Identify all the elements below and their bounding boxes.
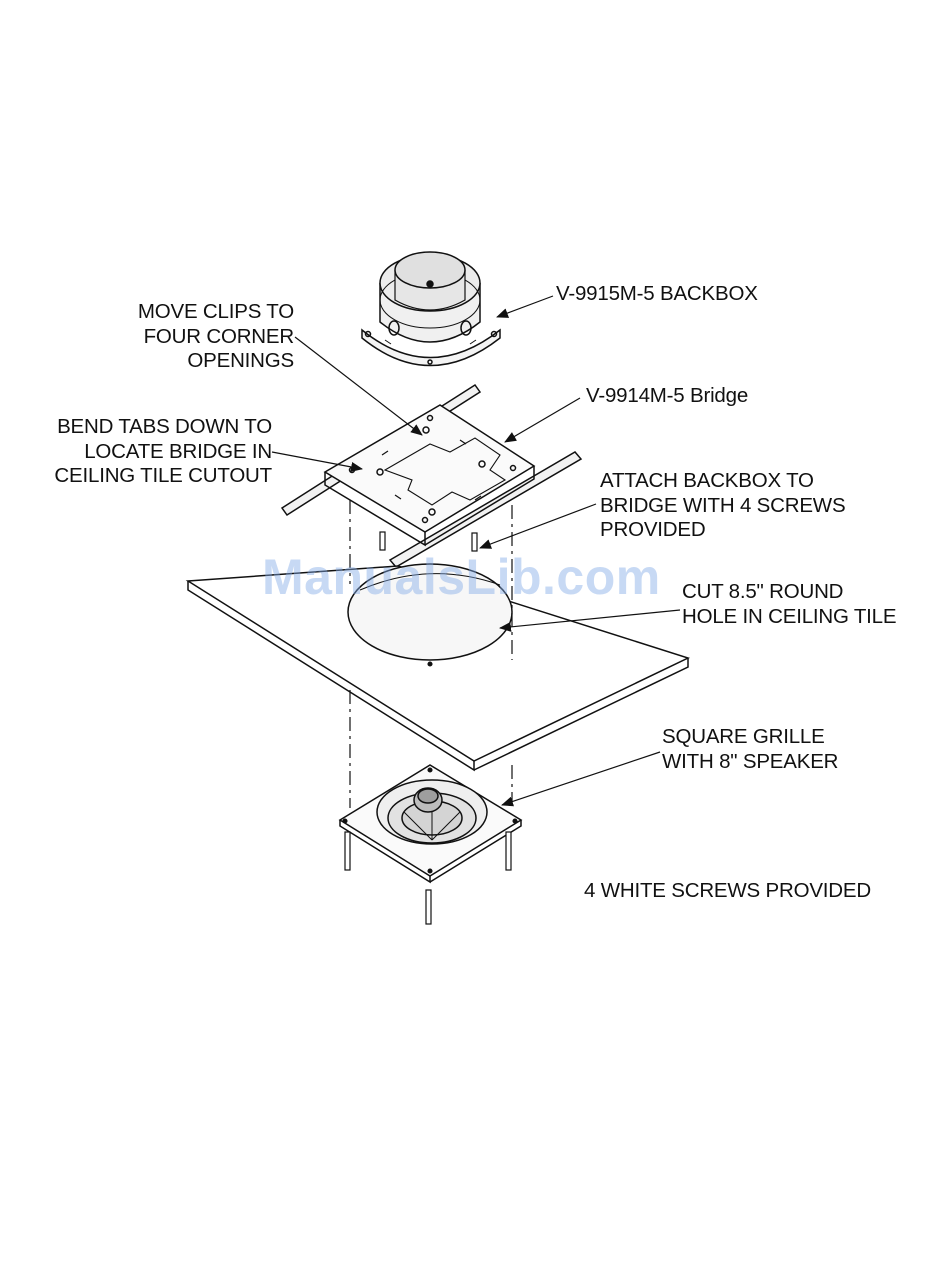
callout-bend-tabs-line: LOCATE BRIDGE IN (30, 440, 272, 465)
callout-bridge: V-9914M-5 Bridge (586, 384, 748, 409)
callout-move-clips: MOVE CLIPS TO FOUR CORNER OPENINGS (112, 300, 294, 374)
callout-cut-hole: CUT 8.5" ROUND HOLE IN CEILING TILE (682, 580, 896, 629)
backbox-drawing (362, 252, 500, 366)
callout-backbox-line: V-9915M-5 BACKBOX (556, 282, 758, 307)
watermark: ManualsLib.com (262, 548, 661, 606)
callout-move-clips-line: FOUR CORNER (112, 325, 294, 350)
callout-grille-line: WITH 8" SPEAKER (662, 750, 838, 775)
callout-move-clips-line: OPENINGS (112, 349, 294, 374)
callout-attach-backbox: ATTACH BACKBOX TO BRIDGE WITH 4 SCREWS P… (600, 469, 845, 543)
callout-bend-tabs-line: BEND TABS DOWN TO (30, 415, 272, 440)
grille-speaker-drawing (340, 765, 521, 882)
callout-attach-backbox-line: ATTACH BACKBOX TO (600, 469, 845, 494)
callout-backbox: V-9915M-5 BACKBOX (556, 282, 758, 307)
callout-attach-backbox-line: PROVIDED (600, 518, 845, 543)
bridge-drawing (282, 385, 581, 567)
callout-grille-line: SQUARE GRILLE (662, 725, 838, 750)
callout-white-screws-line: 4 WHITE SCREWS PROVIDED (584, 879, 871, 904)
callout-cut-hole-line: CUT 8.5" ROUND (682, 580, 896, 605)
callout-white-screws: 4 WHITE SCREWS PROVIDED (584, 879, 871, 904)
callout-bridge-line: V-9914M-5 Bridge (586, 384, 748, 409)
callout-grille: SQUARE GRILLE WITH 8" SPEAKER (662, 725, 838, 774)
callout-attach-backbox-line: BRIDGE WITH 4 SCREWS (600, 494, 845, 519)
callout-cut-hole-line: HOLE IN CEILING TILE (682, 605, 896, 630)
callout-bend-tabs-line: CEILING TILE CUTOUT (30, 464, 272, 489)
callout-bend-tabs: BEND TABS DOWN TO LOCATE BRIDGE IN CEILI… (30, 415, 272, 489)
callout-move-clips-line: MOVE CLIPS TO (112, 300, 294, 325)
